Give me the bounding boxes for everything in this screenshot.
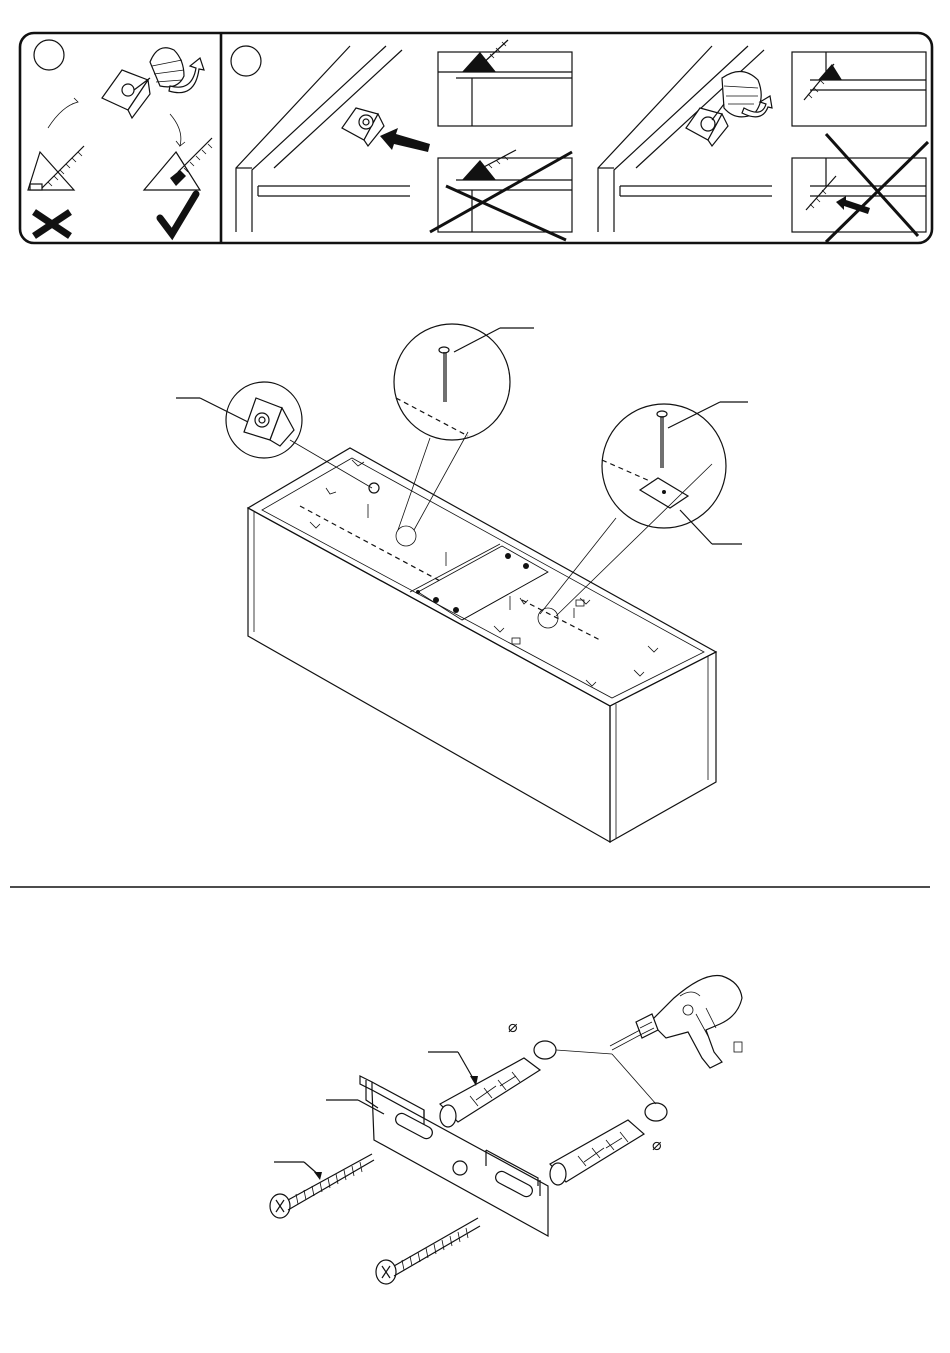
wall-mounting-figure: ⌀ ⌀ [270, 975, 742, 1284]
cross-mark-icon [34, 212, 70, 236]
drill-hole-1 [534, 1041, 556, 1059]
detail-circle-nail-2 [538, 402, 748, 628]
drill-icon [610, 975, 742, 1068]
screw-icon [376, 1218, 480, 1284]
right-screw-demo [144, 138, 212, 190]
step-right-panel [231, 40, 928, 242]
wrong-screw-demo [28, 146, 84, 190]
detail-box-wrong-1 [430, 150, 572, 240]
step-number-circle-2 [231, 46, 261, 76]
mounting-plate-icon [640, 478, 688, 508]
wall-rail-icon [326, 1076, 548, 1236]
drill-diameter-1: ⌀ [508, 1017, 518, 1036]
corner-bracket-icon [244, 398, 294, 446]
drill-hole-2 [645, 1103, 667, 1121]
check-mark-icon [160, 194, 196, 234]
detail-box-correct-1 [438, 40, 572, 126]
screw-icon [270, 1154, 374, 1218]
corner-bracket-icon [102, 70, 150, 118]
screwdriver-icon [134, 48, 184, 90]
nail-icon [439, 347, 449, 402]
small-bracket-icons [310, 460, 658, 686]
detail-circle-nail-1 [394, 324, 534, 546]
cabinet-assembly-figure [176, 324, 748, 842]
wall-plug-icon [428, 1052, 540, 1127]
step-left-panel [28, 40, 212, 236]
corner-bracket-icon [686, 108, 728, 146]
nail-icon [657, 411, 667, 468]
detail-box-wrong-2 [792, 134, 928, 242]
drill-diameter-2: ⌀ [652, 1135, 662, 1154]
arrow-icon [380, 128, 430, 152]
curved-arrow-icon [48, 98, 78, 128]
detail-box-correct-2 [792, 52, 926, 126]
cabinet-body [248, 448, 716, 842]
wall-plug-icon [550, 1120, 644, 1185]
step-number-circle-1 [34, 40, 64, 70]
corner-bracket-icon [342, 108, 384, 146]
curved-arrow-icon [170, 114, 185, 146]
detail-circle-bracket [176, 382, 372, 488]
